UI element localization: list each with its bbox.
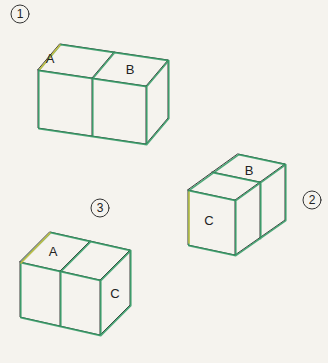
pencil-lines: [20, 44, 285, 335]
face-letter: A: [49, 245, 58, 258]
face-letter: B: [245, 164, 254, 177]
green-outlines: [21, 45, 286, 336]
figure-number: 2: [309, 194, 316, 206]
face-letter: C: [204, 214, 213, 227]
face-letter: C: [110, 287, 119, 300]
face-letter: A: [46, 52, 55, 65]
number-circles: [11, 5, 321, 217]
yellow-highlights: [21, 45, 189, 263]
figure-number: 3: [97, 202, 104, 214]
face-letter: B: [126, 63, 135, 76]
figure-number: 1: [17, 8, 24, 20]
